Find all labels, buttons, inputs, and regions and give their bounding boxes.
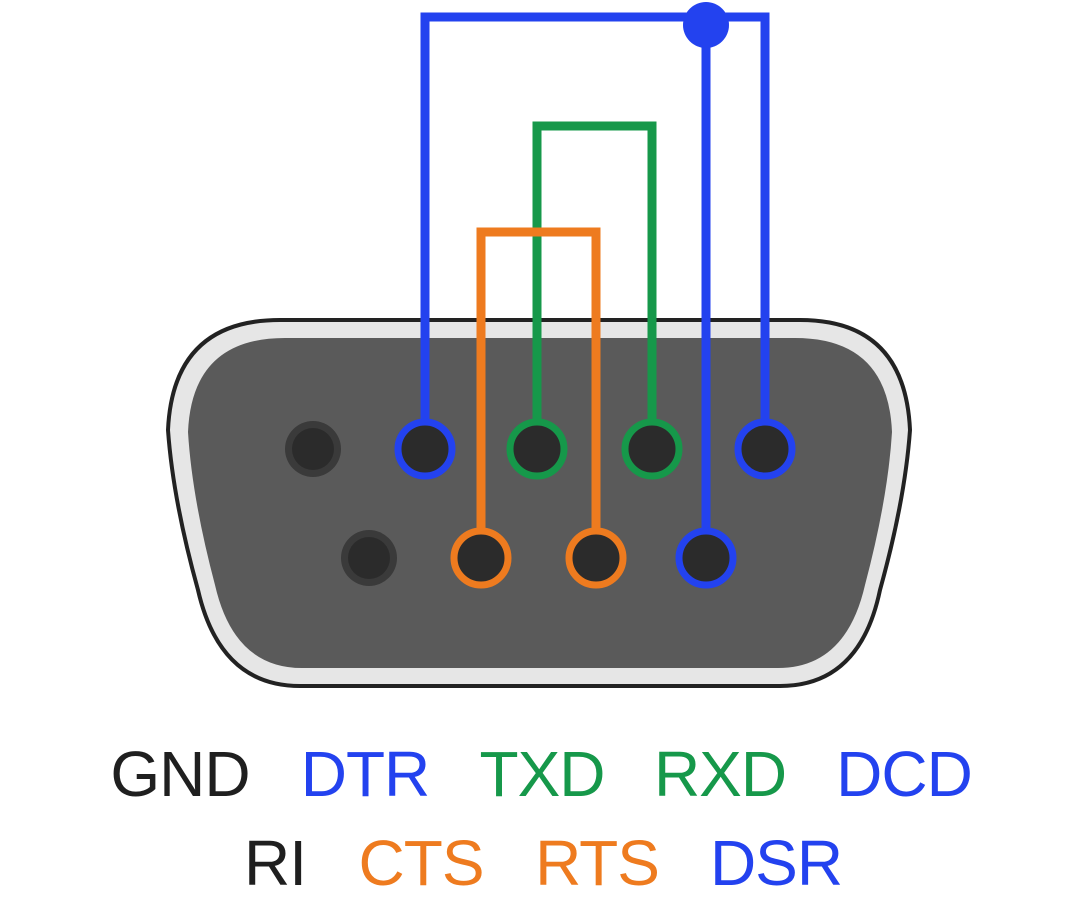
pin-gnd [285, 421, 341, 477]
pin-cts [450, 527, 512, 589]
wire-cts-rts [476, 227, 601, 532]
wire-dtr-dcd [420, 12, 770, 422]
label-ri: RI [244, 827, 306, 899]
label-rts: RTS [535, 827, 659, 899]
pins [285, 418, 796, 589]
pin-gnd-hole [292, 428, 334, 470]
label-dcd: DCD [836, 738, 972, 810]
pin-dcd-ring [734, 418, 796, 480]
pin-rxd-ring [621, 418, 683, 480]
pin-dtr-ring [394, 418, 456, 480]
pin-dcd [734, 418, 796, 480]
wire-txd-rxd [532, 121, 657, 422]
pin-txd-ring [506, 418, 568, 480]
label-gnd: GND [110, 738, 249, 810]
pin-dtr [394, 418, 456, 480]
pin-ri-hole [348, 537, 390, 579]
pin-ri [341, 530, 397, 586]
label-cts: CTS [359, 827, 484, 899]
pin-txd [506, 418, 568, 480]
label-rxd: RXD [654, 738, 786, 810]
pin-rts-ring [565, 527, 627, 589]
label-dsr: DSR [710, 827, 842, 899]
pin-rxd [621, 418, 683, 480]
pin-labels: GND DTR TXD RXD DCD RI CTS RTS DSR [110, 738, 972, 899]
pin-dsr-ring [675, 527, 737, 589]
junction-dot [683, 2, 729, 48]
label-dtr: DTR [301, 738, 430, 810]
wires [420, 2, 770, 532]
pin-dsr [675, 527, 737, 589]
pin-cts-ring [450, 527, 512, 589]
pin-rts [565, 527, 627, 589]
label-txd: TXD [480, 738, 605, 810]
